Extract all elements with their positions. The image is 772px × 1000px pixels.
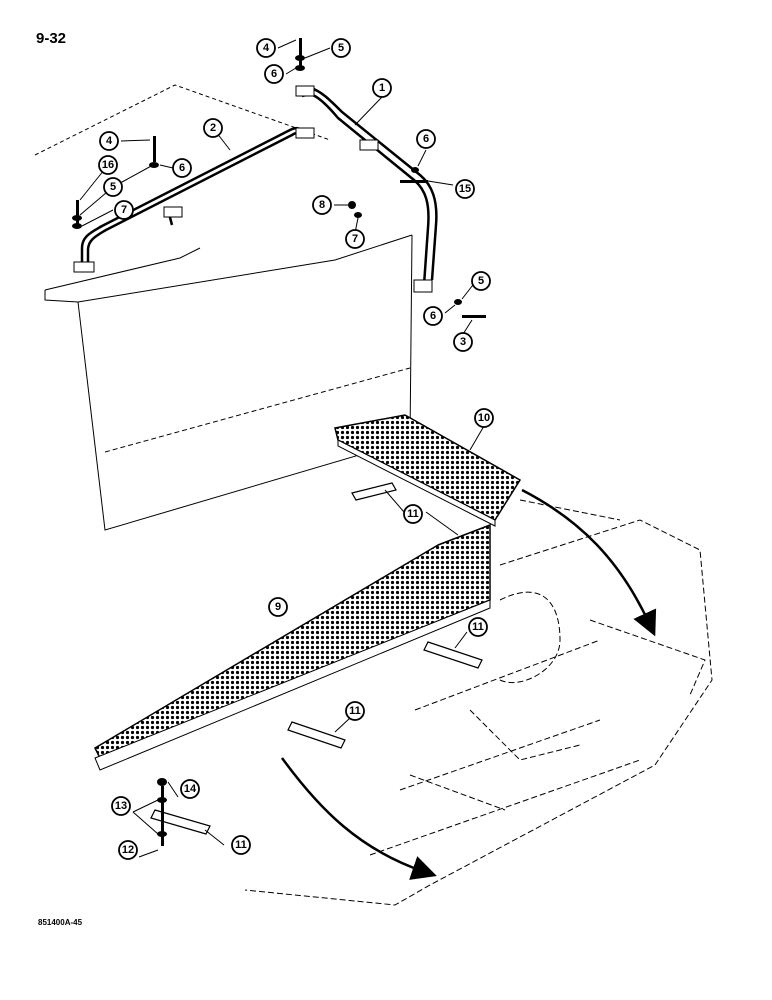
callout-5b: 5 xyxy=(103,177,123,197)
callout-6a: 6 xyxy=(264,64,284,84)
rail-foot-left xyxy=(73,261,95,273)
svg-text:14: 14 xyxy=(184,783,197,795)
svg-text:5: 5 xyxy=(110,181,116,193)
svg-text:10: 10 xyxy=(478,412,490,424)
svg-text:11: 11 xyxy=(235,839,247,851)
svg-text:11: 11 xyxy=(407,508,419,520)
side-handrail xyxy=(80,126,306,268)
callout-12: 12 xyxy=(118,840,138,860)
svg-text:7: 7 xyxy=(352,233,358,245)
cover-panel xyxy=(34,84,413,531)
rail-foot-top xyxy=(295,85,315,97)
callout-6c: 6 xyxy=(416,129,436,149)
callout-7b: 7 xyxy=(345,229,365,249)
svg-text:5: 5 xyxy=(338,42,344,54)
callout-7a: 7 xyxy=(114,200,134,220)
svg-text:11: 11 xyxy=(472,621,484,633)
svg-text:8: 8 xyxy=(319,199,325,211)
callout-16: 16 xyxy=(98,155,118,175)
svg-text:15: 15 xyxy=(459,183,471,195)
callout-14: 14 xyxy=(180,779,200,799)
callout-5a: 5 xyxy=(331,38,351,58)
callout-11c: 11 xyxy=(345,701,365,721)
callout-4b: 4 xyxy=(99,131,119,151)
svg-text:12: 12 xyxy=(122,844,134,856)
svg-text:16: 16 xyxy=(102,159,114,171)
callout-2: 2 xyxy=(203,118,223,138)
svg-text:4: 4 xyxy=(106,135,113,147)
svg-text:6: 6 xyxy=(179,162,185,174)
rear-step xyxy=(334,414,522,527)
svg-text:6: 6 xyxy=(271,68,277,80)
callout-11b: 11 xyxy=(468,617,488,637)
callout-11a: 11 xyxy=(403,504,423,524)
hardware-group xyxy=(72,38,486,846)
svg-text:6: 6 xyxy=(430,310,436,322)
callout-9: 9 xyxy=(268,597,288,617)
front-step xyxy=(94,523,491,771)
callout-11d: 11 xyxy=(231,835,251,855)
callout-10: 10 xyxy=(474,408,494,428)
bracket-set xyxy=(150,482,483,835)
rear-handrail xyxy=(301,86,438,286)
callout-13: 13 xyxy=(111,796,131,816)
callout-6d: 6 xyxy=(423,306,443,326)
machine-frame xyxy=(244,499,713,906)
svg-text:9: 9 xyxy=(275,601,281,613)
install-arrow-left xyxy=(280,757,437,880)
callout-3: 3 xyxy=(453,332,473,352)
svg-text:7: 7 xyxy=(121,204,127,216)
callout-6b: 6 xyxy=(172,158,192,178)
callout-15: 15 xyxy=(455,179,475,199)
rail-foot-bottom xyxy=(413,279,433,293)
callout-5c: 5 xyxy=(471,271,491,291)
rail-clamp xyxy=(359,139,379,151)
install-arrow-right xyxy=(521,488,657,637)
rail-foot-mid xyxy=(163,206,183,218)
figure-code: 851400A-45 xyxy=(38,918,83,927)
svg-text:4: 4 xyxy=(263,42,270,54)
svg-text:13: 13 xyxy=(115,800,127,812)
svg-text:1: 1 xyxy=(379,82,385,94)
callout-4a: 4 xyxy=(256,38,276,58)
callout-1: 1 xyxy=(372,78,392,98)
rail-foot-right xyxy=(295,127,315,139)
svg-text:3: 3 xyxy=(460,336,466,348)
page-number: 9-32 xyxy=(36,30,67,47)
svg-text:5: 5 xyxy=(478,275,484,287)
callout-8: 8 xyxy=(312,195,332,215)
svg-text:11: 11 xyxy=(349,705,361,717)
svg-text:6: 6 xyxy=(423,133,429,145)
svg-text:2: 2 xyxy=(210,122,216,134)
